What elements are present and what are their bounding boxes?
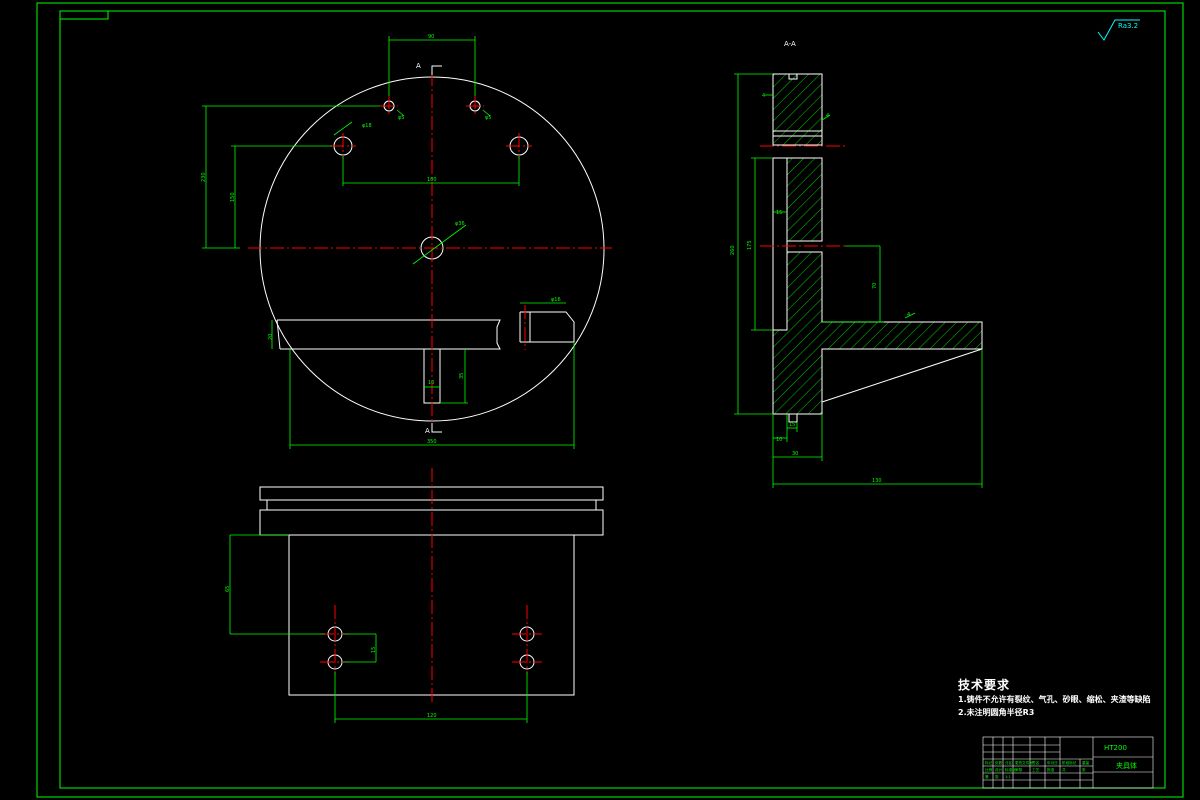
dim-hole-r-right: φ5 [485,115,491,121]
dim-side-w1: 10 [776,437,782,443]
tech-item-2: 2.未注明圆角半径R3 [958,708,1035,717]
section-dimensions [734,73,983,488]
section-view-label: A-A [784,40,796,48]
dim-side-height: 260 [730,245,736,255]
dim-front-h: 65 [225,586,231,592]
dim-side-w2: 15 [789,422,795,428]
title-block-cell: 比例 [985,767,993,772]
section-outline [772,74,983,423]
section-label-top: A [416,62,421,70]
dim-texts-top: 90 φ5 φ5 φ18 180 230 150 φ36 φ16 20 10 3… [201,34,561,445]
title-block-cell: 张 [1082,767,1086,772]
dim-center-hole: φ36 [455,221,465,227]
front-dim-texts: 65 15 120 [225,586,437,719]
title-block-cell: 审核 [1015,767,1023,772]
tech-title: 技术要求 [958,678,1011,692]
weld-symbol-top: 4 [762,93,765,99]
title-block-cell: 第 [985,774,989,779]
title-block-text: HT200 夹具体 [1104,744,1137,770]
drawing-number: HT200 [1104,744,1127,752]
front-view: 65 15 120 [225,468,604,723]
title-block [982,736,1154,789]
dim-plate-thk: 20 [268,334,274,340]
dim-front-gap: 15 [371,647,377,653]
dim-side-arm: 70 [872,283,878,289]
dim-front-span: 120 [427,713,437,719]
part-name: 夹具体 [1116,761,1137,770]
title-block-cell: 分区 [1005,760,1013,765]
roughness-symbol: Ra3.2 [1097,19,1140,41]
title-block-cell: 处数 [995,760,1003,765]
dim-slot-width: φ16 [551,297,561,303]
front-dimensions [229,534,528,723]
title-block-cell: 张 [995,774,999,779]
title-block-cell: 标准化 [1005,767,1016,772]
tech-item-1: 1.铸件不允许有裂纹、气孔、砂眼、缩松、夹渣等缺陷 [958,695,1151,704]
dim-key-w: 10 [428,380,434,386]
roughness-label: Ra3.2 [1118,22,1138,30]
title-block-cell: 重量 [1082,760,1090,765]
title-block-cell: 更改文件号 [1015,760,1033,765]
dim-hole-r-left: φ5 [398,115,404,121]
dim-width-total: 350 [427,439,437,445]
dim-height-outer: 230 [201,172,207,182]
front-centerlines [320,468,542,705]
title-block-cell: 批准 [1047,767,1055,772]
clamp-plate [276,311,575,404]
dim-side-len: 130 [872,478,882,484]
title-block-cell: 1:1 [1005,775,1011,779]
dim-span-holes: 180 [427,177,437,183]
section-label-bottom: A [425,427,430,435]
section-centerlines [760,145,845,247]
dim-hole-left: φ18 [362,123,372,129]
dim-side-small: 15 [776,210,782,216]
dim-side-w3: 30 [792,451,798,457]
dimensions-top [202,36,575,449]
title-block-cell: 阶段标记 [1062,760,1077,765]
centerlines-top [248,72,612,430]
weld-symbol-arm: 4 [907,312,910,318]
weld-symbol-top-2: 4 [826,113,829,119]
title-block-cell: 签名 [1032,760,1040,765]
section-dim-texts: 260 175 15 70 10 15 30 130 4 4 4 [730,93,910,484]
dim-side-inner: 175 [747,240,753,250]
title-block-cell: 年月日 [1047,760,1058,765]
drawing-frame [36,2,1184,798]
top-view: A A 90 φ5 φ5 φ18 180 230 150 φ36 φ16 20 … [201,34,612,449]
section-view: A-A 260 175 15 70 10 15 30 130 4 4 4 [730,40,983,488]
dim-height-inner: 150 [230,192,236,202]
title-block-cell: 标记 [985,760,993,765]
section-markers [431,65,442,433]
title-block-cell: 设计 [995,767,1003,772]
dim-key-h: 35 [459,373,465,379]
title-block-cell: 共 [1062,767,1066,772]
dim-top-spacing: 90 [428,34,434,40]
section-hatch [772,73,983,415]
title-block-cell: 工艺 [1032,767,1040,772]
technical-requirements: 技术要求 1.铸件不允许有裂纹、气孔、砂眼、缩松、夹渣等缺陷 2.未注明圆角半径… [958,676,1158,719]
